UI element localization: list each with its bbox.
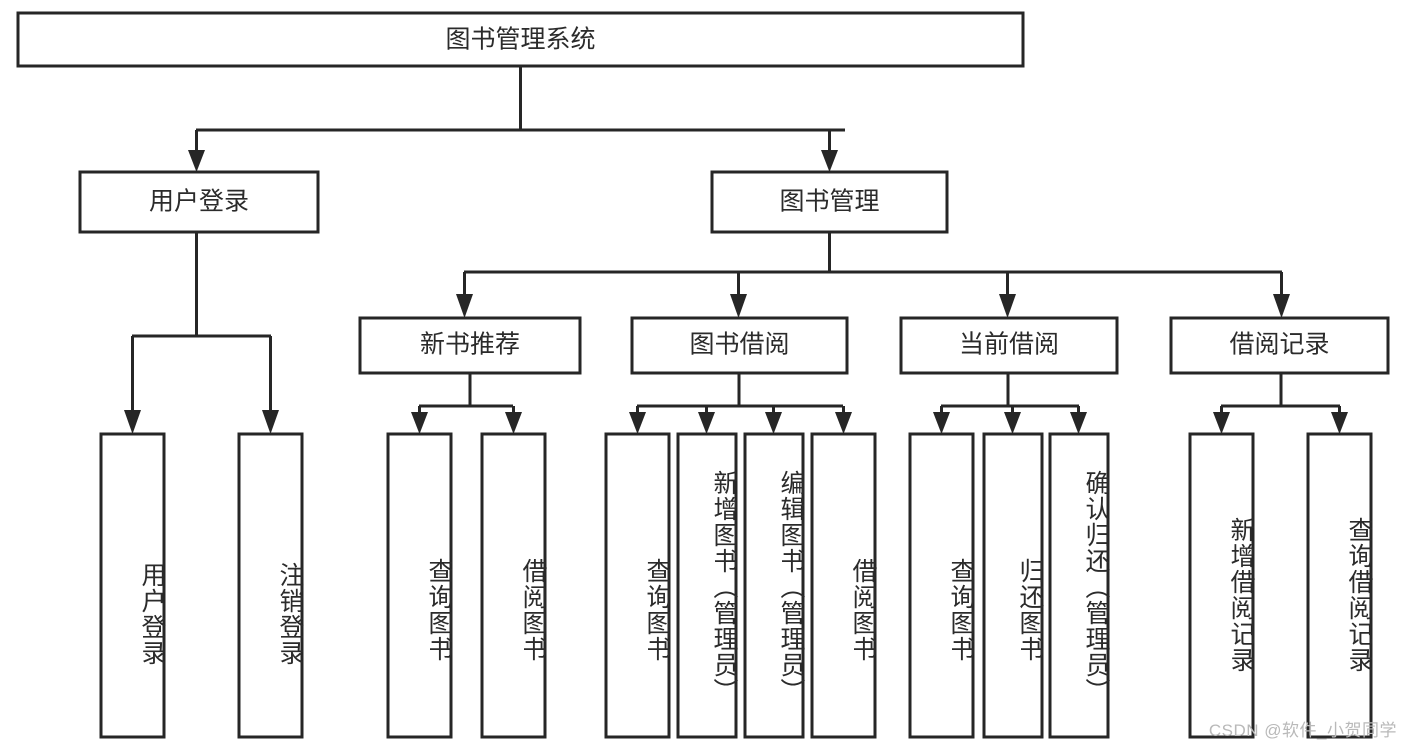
leaf-box-query-book-3[interactable] (908, 432, 975, 739)
node-book-manage-box[interactable] (710, 170, 949, 234)
node-new-book-rec-box[interactable] (358, 316, 582, 375)
node-new-book-rec-label: 新书推荐 (420, 331, 520, 359)
node-borrow-record-label: 借阅记录 (1229, 331, 1329, 359)
leaf-box-add-record[interactable] (1188, 432, 1255, 739)
connector-currentborrow-to-leaves (933, 373, 1087, 434)
node-current-borrow[interactable]: 当前借阅 (899, 316, 1119, 375)
leaf-box-user-login[interactable] (99, 432, 166, 739)
leaf-box-confirm-return[interactable] (1048, 432, 1110, 739)
node-current-borrow-label: 当前借阅 (959, 331, 1059, 359)
leaf-box-borrow-book-1[interactable] (480, 432, 547, 739)
node-book-manage[interactable]: 图书管理 (710, 170, 949, 234)
node-new-book-rec[interactable]: 新书推荐 (358, 316, 582, 375)
node-root-box[interactable] (16, 11, 1025, 68)
leaf-box-return-book[interactable] (982, 432, 1044, 739)
leaf-box-query-book-2[interactable] (604, 432, 671, 739)
connector-userlogin-to-leaves (124, 232, 279, 434)
leaf-box-user-logout[interactable] (237, 432, 304, 739)
leaf-box-edit-book[interactable] (743, 432, 805, 739)
node-current-borrow-box[interactable] (899, 316, 1119, 375)
node-book-borrow[interactable]: 图书借阅 (630, 316, 849, 375)
leaf-box-query-book-1[interactable] (386, 432, 453, 739)
connector-newbook-to-leaves (411, 373, 522, 434)
node-borrow-record-box[interactable] (1169, 316, 1390, 375)
leaf-box-query-record[interactable] (1306, 432, 1373, 739)
leaf-box-borrow-book-2[interactable] (810, 432, 877, 739)
node-book-borrow-label: 图书借阅 (689, 331, 789, 359)
connector-borrowrecord-to-leaves (1213, 373, 1348, 434)
node-book-manage-label: 图书管理 (779, 188, 879, 216)
connector-bookmanage-to-level3 (456, 232, 1290, 318)
node-user-login-box[interactable] (78, 170, 320, 234)
node-user-login-label: 用户登录 (149, 188, 249, 216)
leaf-box-add-book[interactable] (676, 432, 738, 739)
connector-root-to-level2 (188, 66, 845, 172)
watermark-text: CSDN @软件_小贺同学 (1208, 721, 1397, 740)
node-root[interactable]: 图书管理系统 (16, 11, 1025, 68)
connector-bookborrow-to-leaves (629, 373, 852, 434)
node-root-label: 图书管理系统 (445, 26, 595, 54)
node-borrow-record[interactable]: 借阅记录 (1169, 316, 1390, 375)
node-book-borrow-box[interactable] (630, 316, 849, 375)
node-user-login[interactable]: 用户登录 (78, 170, 320, 234)
